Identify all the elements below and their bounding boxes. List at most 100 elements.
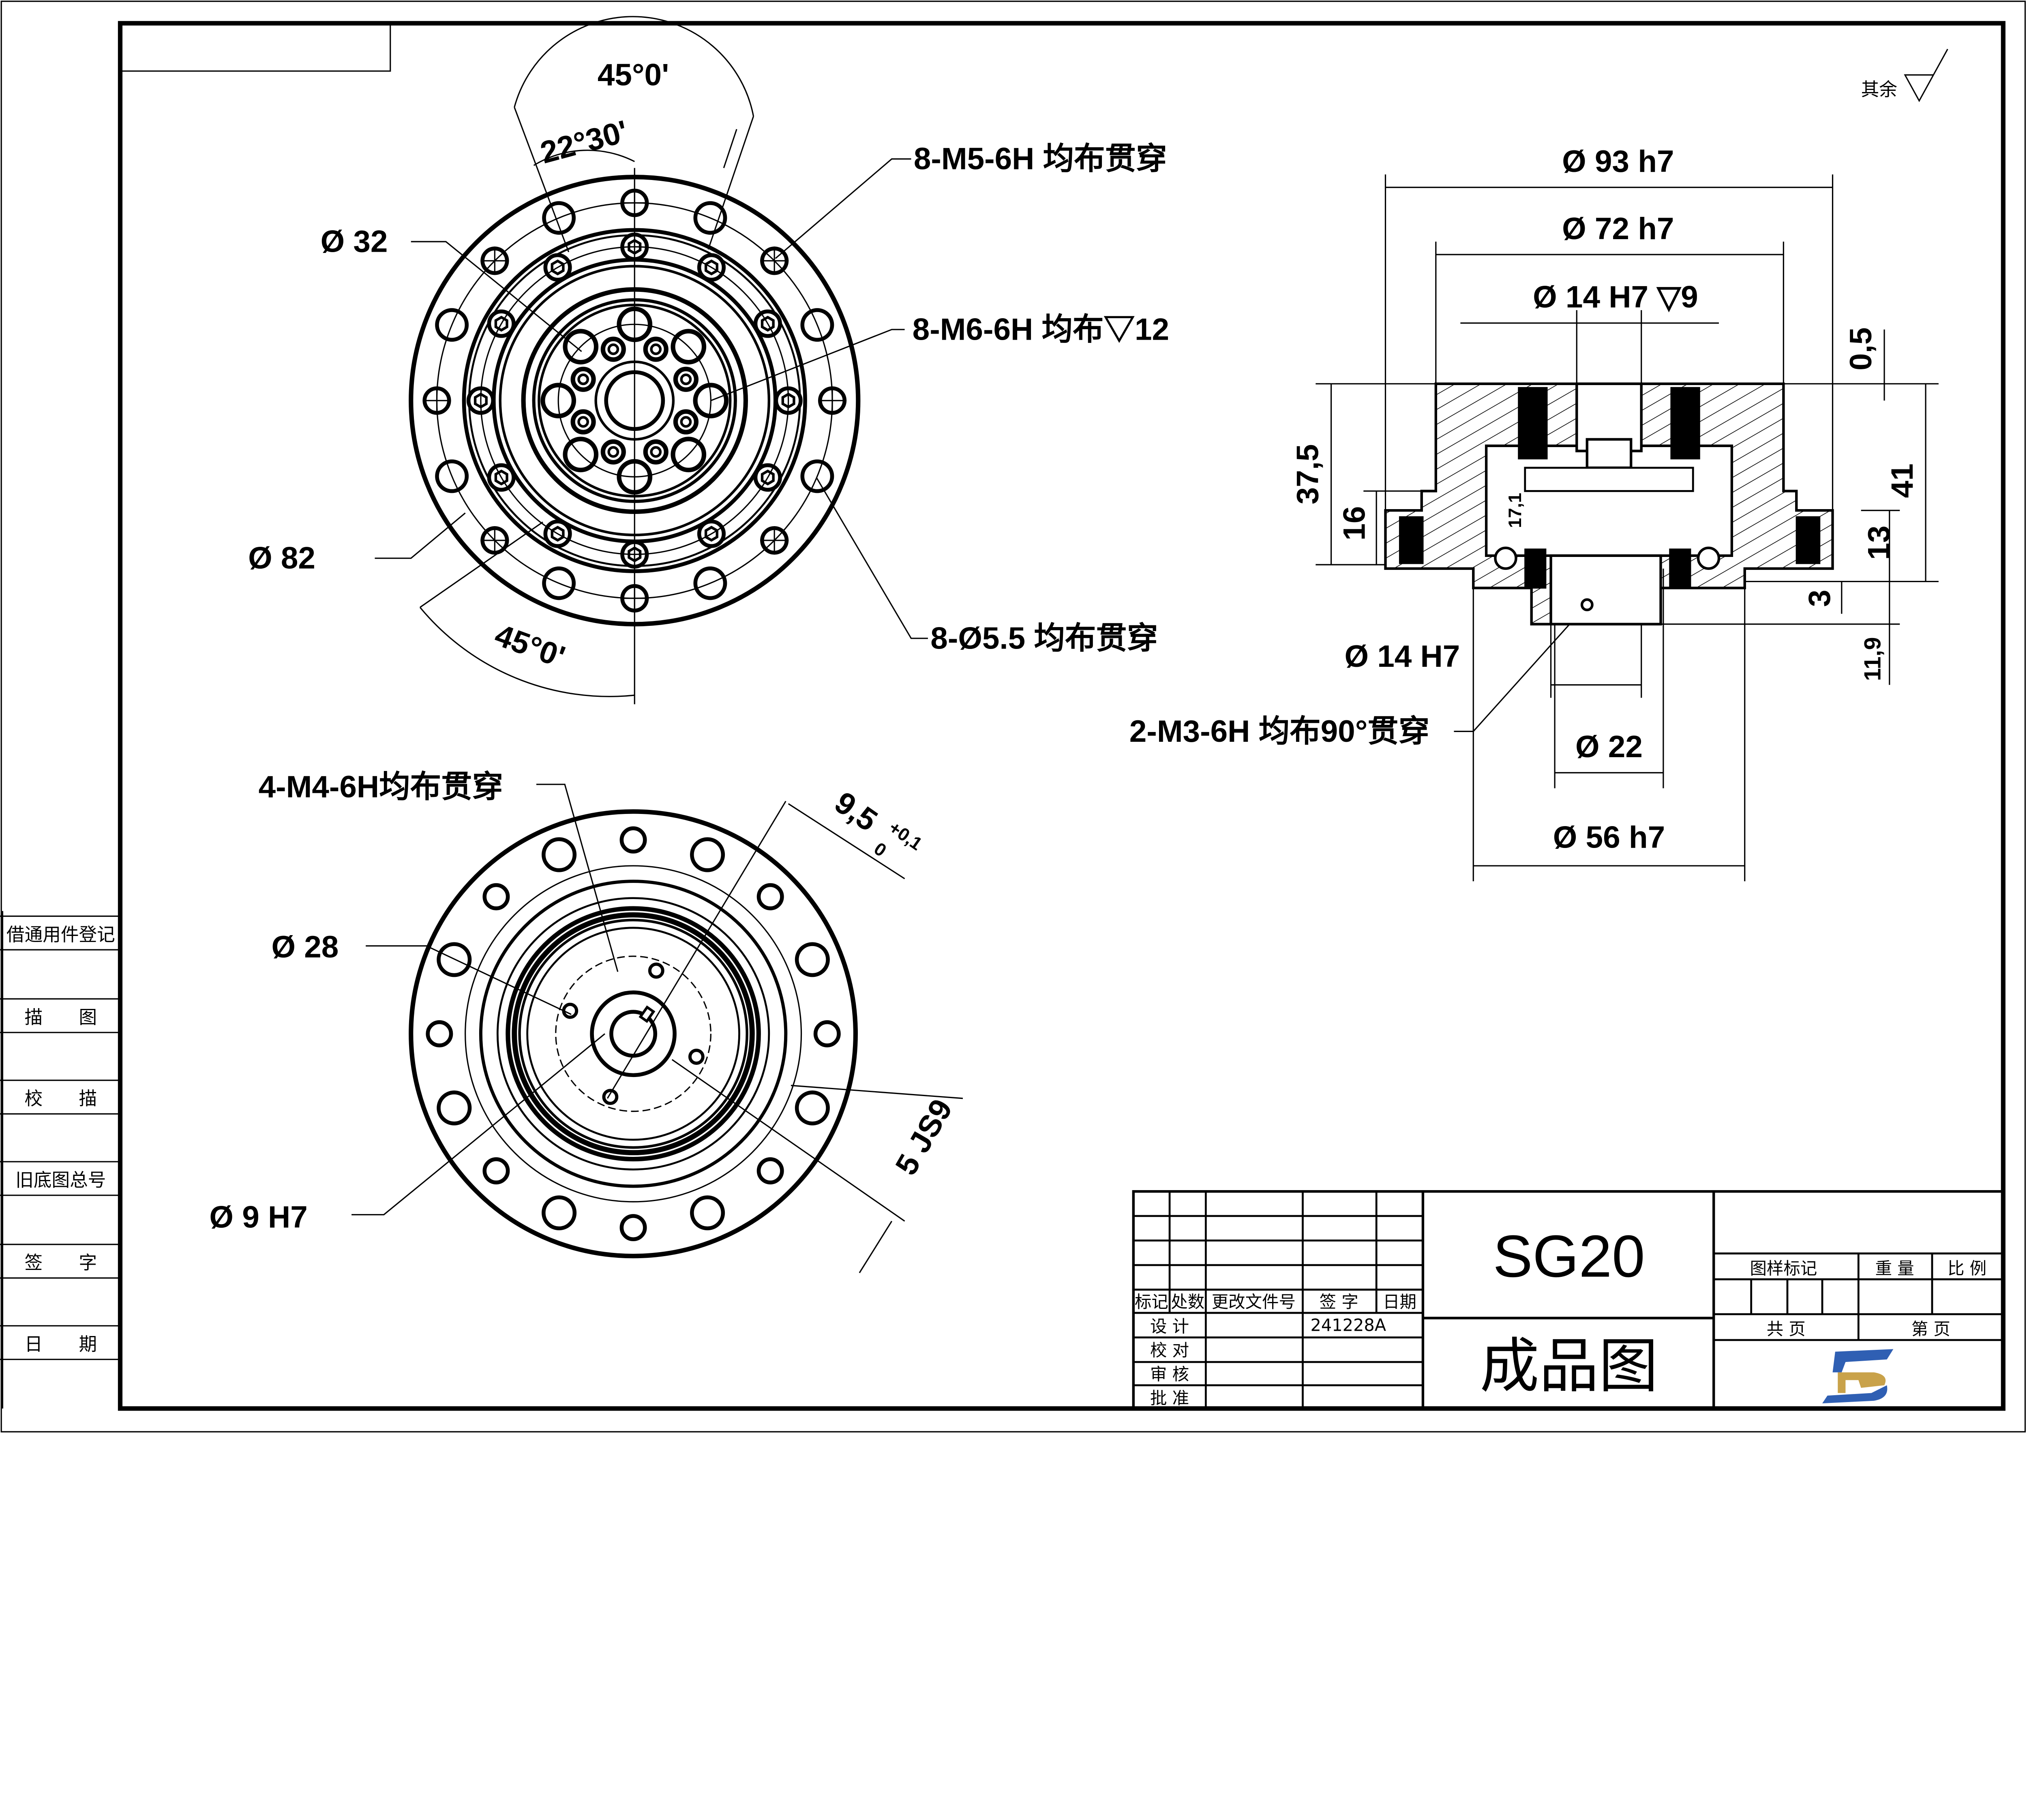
leader-m6 bbox=[710, 329, 905, 401]
housing-circle bbox=[512, 912, 755, 1156]
key-width-label: 5 JS9 bbox=[889, 1094, 960, 1181]
leader-d82 bbox=[375, 512, 466, 559]
inner-hole-core bbox=[577, 373, 589, 385]
inner-hole-core bbox=[650, 343, 662, 355]
flange-bolt-right bbox=[1796, 516, 1821, 564]
revision-header: 日期 bbox=[1383, 1292, 1416, 1312]
hex-socket-icon bbox=[628, 239, 642, 255]
scale-label: 比 例 bbox=[1948, 1259, 1986, 1278]
callout-d82: Ø 82 bbox=[248, 541, 315, 576]
callout-m5: 8-M5-6H 均布贯穿 bbox=[914, 142, 1167, 176]
flange-bolt-left bbox=[1399, 516, 1424, 564]
bearing-bolt-right bbox=[1669, 548, 1691, 589]
revision-header: 更改文件号 bbox=[1212, 1292, 1296, 1312]
housing-circle bbox=[465, 865, 802, 1203]
hex-socket-icon bbox=[494, 469, 508, 486]
rear-view: 4-M4-6H均布贯穿 Ø 28 Ø 9 H7 9,5 +0,1 0 5 JS9 bbox=[209, 770, 963, 1273]
inner-hole bbox=[600, 336, 626, 362]
angle-dim-arc-bottom bbox=[419, 607, 635, 697]
front-view: 45°0' 22°30' 45°0' 8-M5-6H 均布贯穿 Ø 32 8-M… bbox=[248, 16, 1169, 704]
inner-hole bbox=[570, 366, 596, 392]
dim-gap: 0,5 bbox=[1844, 328, 1878, 370]
tapped-hole-m6 bbox=[617, 306, 653, 343]
mounting-hole-small bbox=[756, 1157, 784, 1184]
side-column-label: 日 期 bbox=[25, 1334, 97, 1355]
dim-d14-bottom: Ø 14 H7 bbox=[1344, 639, 1460, 674]
section-view: Ø 93 h7 Ø 72 h7 Ø 14 H7 ▽9 0,5 37,5 16 1… bbox=[1129, 144, 1939, 882]
surface-finish-label: 其余 bbox=[1861, 79, 1897, 100]
mounting-hole-large bbox=[795, 1090, 830, 1126]
hex-socket-icon bbox=[781, 392, 795, 409]
socket-screw-hole bbox=[753, 463, 782, 492]
side-column-label: 借通用件登记 bbox=[6, 924, 115, 945]
mounting-hole-large bbox=[437, 942, 472, 977]
top-left-box bbox=[120, 23, 391, 72]
mounting-hole-large bbox=[795, 942, 830, 977]
dim-h37-5: 37,5 bbox=[1291, 444, 1325, 505]
extension-line bbox=[723, 129, 737, 168]
side-column-label: 旧底图总号 bbox=[15, 1170, 106, 1191]
total-pages-label: 共 页 bbox=[1767, 1319, 1806, 1339]
housing-circle bbox=[526, 927, 740, 1141]
housing-circle bbox=[496, 897, 770, 1171]
mounting-hole-large bbox=[437, 1090, 472, 1126]
inner-hole bbox=[673, 366, 699, 392]
callout-m3: 2-M3-6H 均布90°贯穿 bbox=[1129, 714, 1429, 749]
bearing-bolt-left bbox=[1524, 548, 1547, 589]
inner-hole bbox=[643, 336, 669, 362]
hex-socket-icon bbox=[761, 315, 775, 332]
callout-m4: 4-M4-6H均布贯穿 bbox=[259, 770, 504, 804]
roughness-icon bbox=[1904, 49, 1948, 102]
dimension-lines bbox=[1330, 186, 1926, 867]
socket-screw-hole bbox=[620, 232, 649, 261]
dim-h3: 3 bbox=[1802, 590, 1837, 607]
tapped-hole-m4 bbox=[648, 962, 664, 979]
mounting-hole-small bbox=[482, 883, 510, 910]
dim-d56: Ø 56 h7 bbox=[1553, 820, 1665, 854]
housing-circle bbox=[609, 1010, 658, 1058]
extension-line bbox=[514, 107, 570, 253]
hex-socket-icon bbox=[474, 392, 488, 409]
drawing-frame bbox=[118, 21, 2006, 1411]
half-angle-dim-arc bbox=[533, 150, 635, 166]
mounting-hole-large bbox=[690, 1195, 725, 1231]
socket-screw-hole bbox=[774, 386, 803, 415]
housing-circle bbox=[590, 990, 677, 1077]
bearing-ball-right bbox=[1697, 546, 1721, 570]
dim-line bbox=[791, 1085, 963, 1099]
housing-circle bbox=[538, 304, 732, 498]
dim-h17-1: 17,1 bbox=[1505, 493, 1525, 528]
hole-crosshair bbox=[480, 246, 509, 275]
leader-d55 bbox=[816, 477, 928, 639]
page-number-label: 第 页 bbox=[1911, 1319, 1950, 1339]
dim-h11-9: 11,9 bbox=[1860, 637, 1886, 681]
input-key bbox=[1586, 438, 1633, 469]
leader-m5 bbox=[775, 158, 911, 259]
housing-circle bbox=[518, 919, 748, 1149]
dim-d22: Ø 22 bbox=[1575, 730, 1643, 764]
inner-hole-core bbox=[607, 343, 619, 355]
socket-screw-hole bbox=[753, 309, 782, 338]
tapped-hole-m6 bbox=[563, 437, 599, 473]
mounting-hole-large bbox=[542, 837, 577, 872]
dim-h41: 41 bbox=[1885, 463, 1920, 498]
mounting-hole-large bbox=[690, 837, 725, 872]
through-hole-m5 bbox=[800, 459, 834, 493]
hole-crosshair bbox=[818, 386, 847, 415]
sample-mark-label: 图样标记 bbox=[1750, 1259, 1817, 1278]
extension-line bbox=[707, 116, 754, 250]
output-shaft-bore bbox=[1549, 554, 1662, 625]
housing-circle bbox=[521, 287, 748, 514]
socket-screw-hole bbox=[697, 253, 726, 282]
company-logo bbox=[1822, 1349, 1894, 1404]
tapped-hole-m6 bbox=[540, 383, 576, 419]
tapped-hole-m6 bbox=[671, 329, 707, 365]
mounting-hole-small bbox=[482, 1157, 510, 1184]
tapped-hole-m4 bbox=[688, 1049, 705, 1065]
logo-blue-top bbox=[1832, 1349, 1894, 1372]
hex-socket-icon bbox=[628, 546, 642, 563]
wave-generator bbox=[1524, 467, 1694, 492]
housing-circle bbox=[594, 360, 675, 441]
page-border bbox=[0, 0, 2026, 1432]
housing-circle bbox=[409, 809, 858, 1259]
